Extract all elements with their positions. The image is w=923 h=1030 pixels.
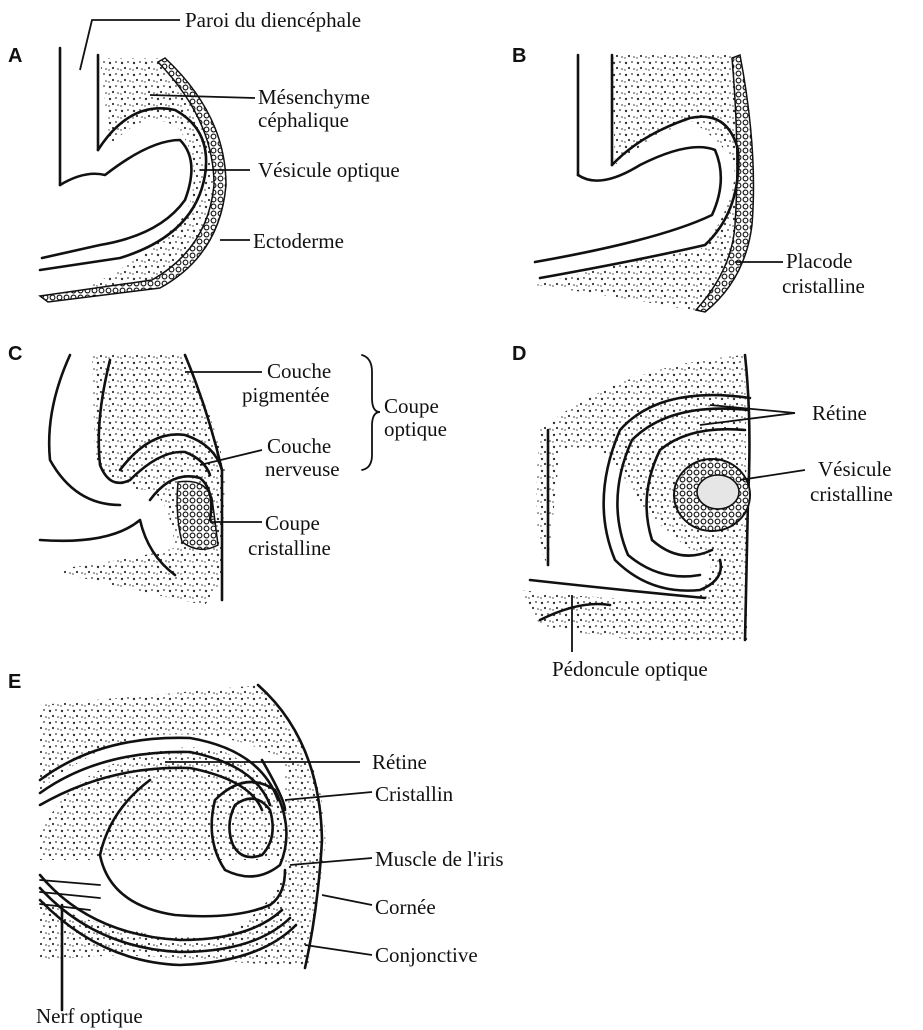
panel-e-pointer-cornee — [322, 895, 372, 905]
panel-d-letter: D — [512, 343, 526, 365]
panel-e-label-conjonctive: Conjonctive — [375, 943, 478, 967]
panel-a-letter: A — [8, 45, 22, 67]
panel-a-label-vesicule: Vésicule optique — [258, 158, 400, 182]
panel-c-label-coupe-cristalline-1: Coupe — [265, 511, 320, 535]
panel-a-label-mesenchyme-2: céphalique — [258, 108, 349, 132]
panel-e-label-cornee: Cornée — [375, 895, 436, 919]
panel-c-letter: C — [8, 343, 22, 365]
panel-c-label-pigmentee-2: pigmentée — [242, 383, 329, 407]
panel-b-label-placode-2: cristalline — [782, 274, 865, 298]
panel-a-label-diencephale: Paroi du diencéphale — [185, 8, 361, 32]
panel-c-label-coupe-optique-1: Coupe — [384, 394, 439, 418]
panel-e-label-retine: Rétine — [372, 750, 427, 774]
panel-c-label-nerveuse-2: nerveuse — [265, 457, 340, 481]
panel-d-label-pedoncule: Pédoncule optique — [552, 657, 708, 681]
panel-c-label-coupe-optique-2: optique — [384, 417, 447, 441]
panel-b: B Placode cristalline — [512, 45, 865, 312]
panel-e-label-cristallin: Cristallin — [375, 782, 454, 806]
panel-d-label-vesicule-2: cristalline — [810, 482, 893, 506]
panel-e-label-muscle: Muscle de l'iris — [375, 847, 504, 871]
panel-a-label-mesenchyme-1: Mésenchyme — [258, 85, 370, 109]
panel-e-pointer-conjonctive — [305, 945, 372, 955]
panel-d-label-retine: Rétine — [812, 401, 867, 425]
panel-e: E Rétine Cristallin Muscle de l'iris Cor… — [8, 671, 504, 1028]
panel-e-letter: E — [8, 671, 21, 693]
panel-d-label-vesicule-1: Vésicule — [818, 457, 891, 481]
panel-b-letter: B — [512, 45, 526, 67]
panel-e-label-nerf: Nerf optique — [36, 1004, 143, 1028]
panel-c-label-pigmentee-1: Couche — [267, 359, 331, 383]
panel-c-label-nerveuse-1: Couche — [267, 434, 331, 458]
panel-c-brace — [362, 355, 380, 470]
panel-d-lens-cavity — [697, 475, 739, 509]
panel-c-label-coupe-cristalline-2: cristalline — [248, 536, 331, 560]
panel-c: C Couche pigmentée Couche nerveuse Coupe… — [8, 343, 447, 605]
panel-b-label-placode-1: Placode — [786, 249, 852, 273]
panel-b-vesicle-inner — [535, 147, 721, 262]
panel-d: D Rétine Vésicule cristalline Pédoncule … — [512, 343, 893, 681]
panel-a: A Paroi du diencéphale Mésenchyme céphal… — [8, 8, 400, 302]
panel-a-label-ectoderme: Ectoderme — [253, 229, 344, 253]
